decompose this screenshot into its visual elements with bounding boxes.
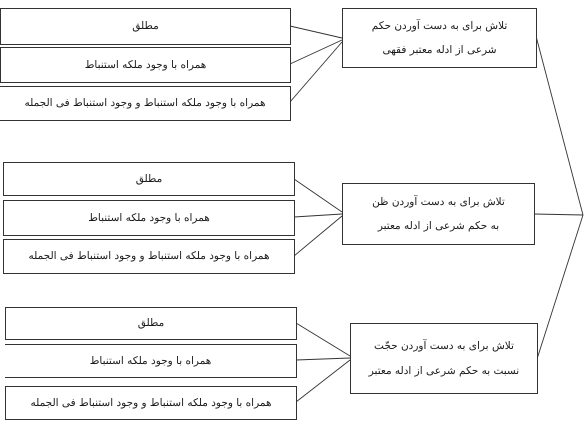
group1-branch-with-ijtihad-faculty: همراه با وجود ملکه استنباط	[0, 47, 291, 83]
group1-main-line1: تلاش برای به دست آوردن حکم	[371, 19, 508, 32]
group3-main-box: تلاش برای به دست آوردن حجّت نسبت به حکم …	[350, 323, 538, 394]
group3-main-line1: تلاش برای به دست آوردن حجّت	[374, 340, 514, 353]
connector-g2-b1	[293, 178, 343, 213]
group2-main-line2: به حکم شرعی از ادله معتبر	[377, 220, 500, 232]
connector-g3-b2	[295, 357, 351, 361]
group3-main-line2: نسبت به حکم شرعی از ادله معتبر	[368, 364, 520, 377]
group3-branch-with-ijtihad-faculty: همراه با وجود ملکه استنباط	[5, 344, 297, 378]
group3-branch-with-faculty-and-partial-inference: همراه با وجود ملکه استنباط و وجود استنبا…	[5, 386, 297, 420]
connector-g1-b1	[289, 25, 343, 39]
group2-branch-absolute: مطلق	[3, 162, 295, 196]
connector-g1-b2	[289, 39, 343, 65]
group2-branch-with-ijtihad-faculty: همراه با وجود ملکه استنباط	[3, 200, 295, 236]
connector-g3-b1	[295, 322, 351, 357]
connector-main1-root	[535, 35, 584, 216]
group3-branch-absolute: مطلق	[5, 307, 297, 340]
connector-g1-b3	[289, 41, 343, 103]
group1-branch-absolute: مطلق	[0, 8, 291, 45]
connector-main2-root	[533, 213, 584, 216]
group1-main-box: تلاش برای به دست آوردن حکم شرعی از ادله …	[342, 8, 537, 68]
group2-main-box: تلاش برای به دست آوردن ظن به حکم شرعی از…	[342, 183, 535, 245]
connector-g2-b2	[293, 213, 343, 218]
connector-g2-b3	[293, 215, 343, 257]
group1-main-line2: شرعی از ادله معتبر فقهی	[382, 44, 497, 56]
connector-g3-b3	[295, 359, 351, 403]
group2-main-line1: تلاش برای به دست آوردن ظن	[372, 195, 505, 208]
group1-branch-with-faculty-and-partial-inference: همراه با وجود ملکه استنباط و وجود استنبا…	[0, 86, 291, 121]
connector-main3-root	[536, 214, 584, 360]
group2-branch-with-faculty-and-partial-inference: همراه با وجود ملکه استنباط و وجود استنبا…	[3, 239, 295, 274]
